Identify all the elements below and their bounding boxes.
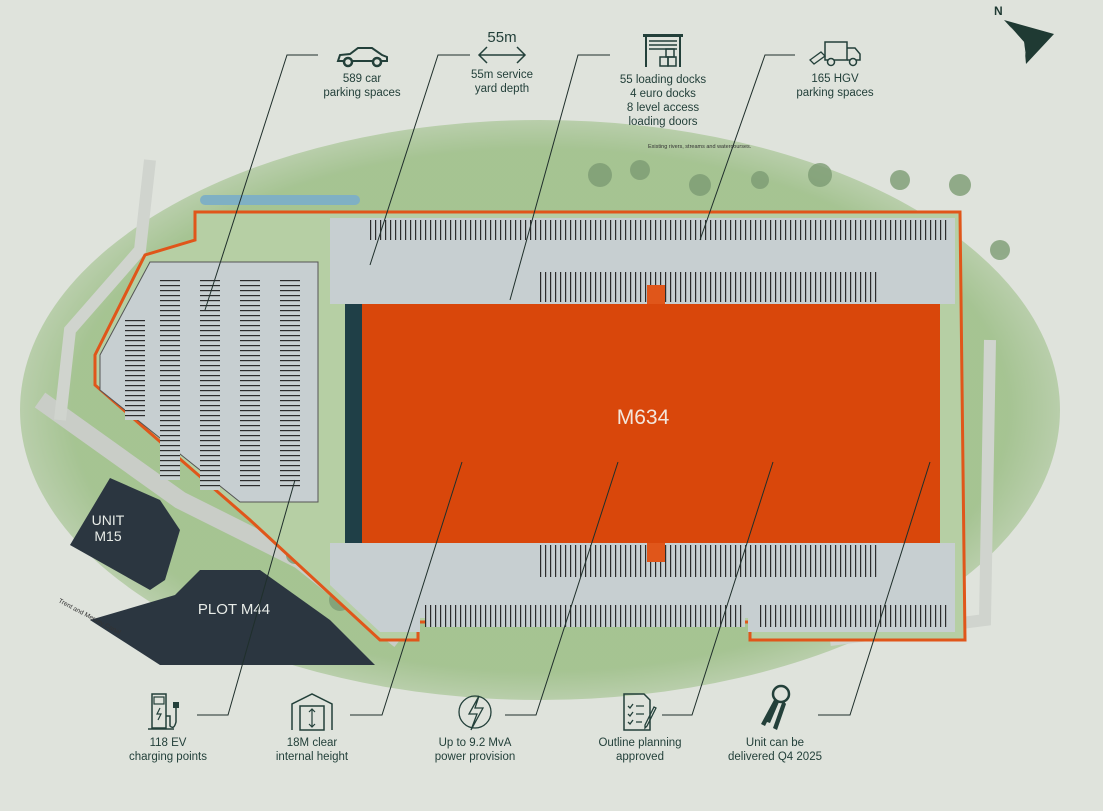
south-docks (540, 545, 880, 577)
car-park-stalls (125, 280, 300, 490)
feature-label: 55m service yard depth (471, 69, 533, 95)
water-feature (200, 195, 360, 205)
feature-loading-docks: 55 loading docks 4 euro docks 8 level ac… (588, 33, 738, 129)
office-block (345, 304, 362, 543)
feature-label: 118 EV charging points (129, 737, 207, 763)
plot-m44-label: PLOT M44 (198, 601, 270, 618)
feature-car-parking: 589 car parking spaces (287, 44, 437, 100)
lightning-icon (458, 695, 492, 731)
building-label: M634 (617, 406, 670, 429)
feature-label: 55 loading docks 4 euro docks 8 level ac… (619, 74, 707, 128)
dock-office-north (647, 285, 665, 304)
south-hgv-parking (425, 605, 745, 627)
loading-dock-icon (643, 34, 683, 67)
feature-service-yard: 55m 55m service yard depth (427, 30, 577, 96)
feature-label: Unit can be delivered Q4 2025 (728, 737, 822, 763)
ev-charger-icon (148, 693, 179, 730)
feature-hgv-parking: 165 HGV parking spaces (760, 40, 910, 100)
feature-label: 589 car parking spaces (323, 73, 401, 99)
feature-label: Up to 9.2 MvA power provision (434, 737, 516, 763)
south-hgv-parking-east (760, 605, 950, 627)
feature-label: 18M clear internal height (275, 737, 349, 763)
access-road-west (54, 159, 156, 421)
dimension-label: 55m (487, 29, 517, 46)
feature-delivery: Unit can be delivered Q4 2025 (700, 684, 850, 764)
dimension-arrow-icon (477, 46, 527, 64)
car-icon (336, 47, 388, 68)
feature-label: 165 HGV parking spaces (796, 73, 874, 99)
leader-lines (197, 54, 931, 716)
hgv-truck-icon (809, 41, 861, 67)
building-height-icon (291, 693, 333, 731)
feature-planning: Outline planning approved (565, 692, 715, 764)
keys-icon (761, 684, 791, 730)
unit-m15-label-line2: M15 (94, 528, 121, 544)
north-docks (540, 272, 880, 302)
north-hgv-parking (370, 220, 950, 240)
north-label: N (994, 4, 1003, 18)
feature-clear-height: 18M clear internal height (237, 692, 387, 764)
north-arrow-icon (1004, 20, 1054, 64)
planning-checklist-icon (623, 693, 657, 731)
dock-office-south (647, 543, 665, 562)
unit-m15-label-line1: UNIT (92, 512, 125, 528)
unit-m15-plot (70, 478, 180, 590)
feature-power: Up to 9.2 MvA power provision (400, 692, 550, 764)
feature-label: Outline planning approved (598, 737, 682, 763)
feature-ev-charging: 118 EV charging points (93, 692, 243, 764)
plot-m44 (90, 570, 375, 665)
warehouse-building (362, 304, 940, 543)
watercourse-note: Existing rivers, streams and watercourse… (648, 144, 752, 150)
